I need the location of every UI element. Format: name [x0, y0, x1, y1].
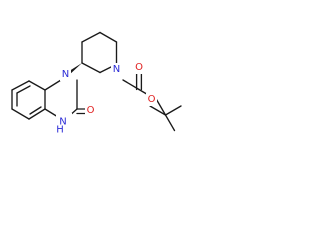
atom-o-lactam: O	[85, 104, 96, 117]
atom-n-piperidine: N	[111, 63, 122, 76]
bond-benz-inner-3	[29, 106, 42, 115]
bond-layer	[11, 31, 182, 132]
atom-nh: N H	[56, 113, 72, 137]
bond-benz-4	[11, 108, 30, 120]
bond-benz-2	[11, 80, 30, 91]
svg-text:O: O	[135, 62, 143, 73]
bond-pip-3	[81, 31, 101, 43]
atom-n-quinazolinone: N	[60, 68, 71, 81]
bond-pip-6	[99, 66, 112, 74]
svg-text:N: N	[59, 117, 66, 128]
bond-tbu-1	[164, 105, 182, 116]
bond-benz-inner-1	[16, 85, 31, 94]
atom-label-layer: N O O N O N H	[56, 61, 157, 137]
bond-q-1	[44, 79, 62, 91]
atom-o-carbonyl: O	[133, 61, 145, 74]
bond-pip-5	[81, 62, 101, 74]
bond-q-3	[44, 108, 59, 118]
bond-benz-5	[28, 108, 46, 120]
bond-tbu-o	[155, 98, 167, 116]
bond-pip-2	[99, 31, 118, 43]
bond-c-n-carbamate	[122, 79, 140, 91]
molecule-structure: N O O N O N H	[11, 31, 182, 137]
svg-text:H: H	[56, 125, 64, 136]
bond-tbu-2	[149, 105, 167, 116]
svg-text:O: O	[148, 94, 156, 105]
bond-tbu-3	[164, 114, 176, 132]
svg-text:O: O	[87, 105, 95, 116]
atom-o-ester: O	[146, 93, 157, 106]
svg-text:N: N	[62, 69, 69, 80]
bond-benz-1	[28, 80, 46, 91]
svg-text:N: N	[113, 64, 120, 75]
